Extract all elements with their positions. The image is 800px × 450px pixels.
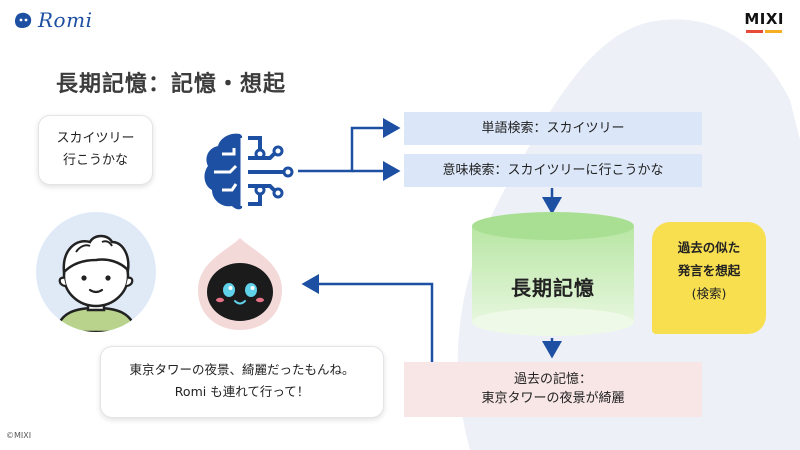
romi-robot-avatar <box>198 238 282 330</box>
romi-speech-line-1: 東京タワーの夜景、綺麗だったもんね。 <box>129 362 355 377</box>
memory-store-label: 長期記憶 <box>511 276 595 300</box>
recall-note: 過去の似た 発言を想起 (検索) <box>652 222 766 334</box>
user-speech-line-2: 行こうかな <box>62 153 128 168</box>
mixi-logo-text: MIXI <box>744 10 784 28</box>
past-memory-line-1: 過去の記憶： <box>513 372 592 387</box>
word-search-box: 単語検索：スカイツリー <box>404 112 702 145</box>
recall-note-line-2: 発言を想起 <box>677 263 741 278</box>
mixi-logo: MIXI <box>744 10 784 33</box>
romi-speech-line-2: Romi も連れて行って！ <box>174 384 310 399</box>
user-speech-bubble: スカイツリー 行こうかな <box>38 115 153 185</box>
romi-speech-bubble: 東京タワーの夜景、綺麗だったもんね。 Romi も連れて行って！ <box>100 346 384 418</box>
boy-face-icon <box>54 234 138 332</box>
copyright-text: ©MIXI <box>6 431 32 440</box>
arrow-to-word-search <box>298 118 401 173</box>
meaning-search-box: 意味検索：スカイツリーに行こうかな <box>404 154 702 187</box>
romi-mascot-icon <box>15 12 32 28</box>
romi-logo: Romi <box>12 8 92 32</box>
slide-title: 長期記憶：記憶・想起 <box>56 72 287 97</box>
user-avatar <box>36 212 156 332</box>
memory-database-cylinder <box>472 212 634 336</box>
ai-brain-icon <box>204 133 294 210</box>
romi-logo-text: Romi <box>38 8 93 32</box>
mixi-logo-bars <box>744 30 784 33</box>
past-memory-line-2: 東京タワーの夜景が綺麗 <box>481 391 625 406</box>
user-speech-line-1: スカイツリー <box>56 131 135 146</box>
recall-note-line-3: (検索) <box>691 286 727 301</box>
recall-note-line-1: 過去の似た <box>677 240 741 255</box>
past-memory-box: 過去の記憶： 東京タワーの夜景が綺麗 <box>404 362 702 417</box>
